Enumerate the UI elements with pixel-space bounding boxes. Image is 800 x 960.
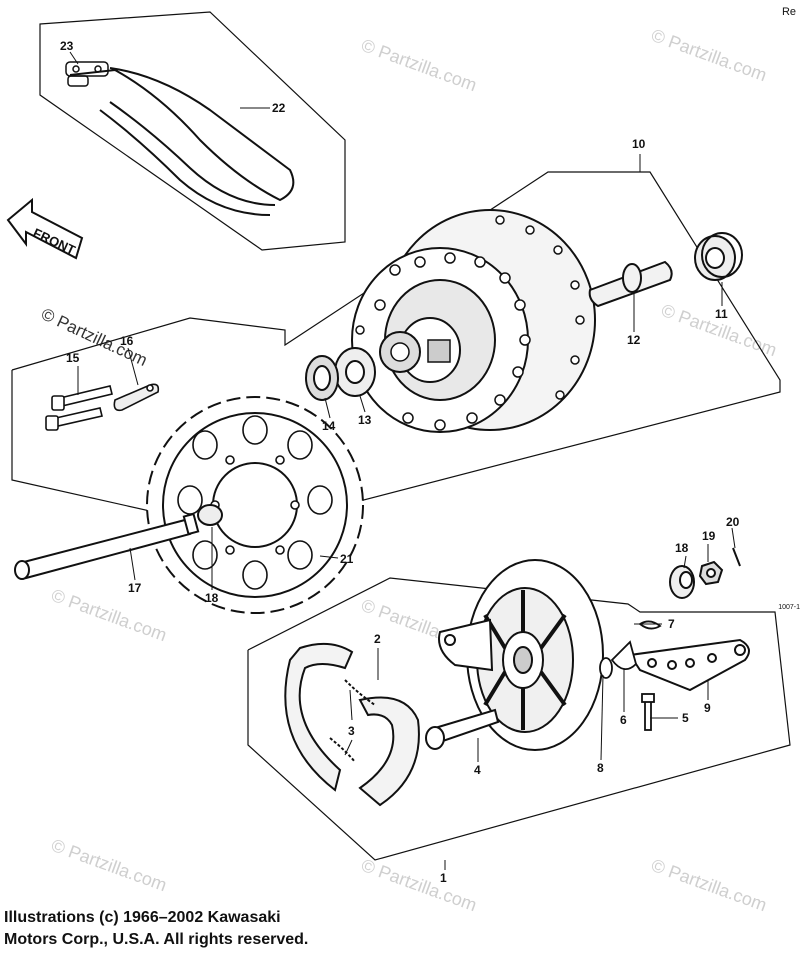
copyright-line-2: Motors Corp., U.S.A. All rights reserved… xyxy=(4,931,309,948)
chain-group xyxy=(39,11,346,251)
callout-13: 13 xyxy=(358,413,372,427)
nut-19 xyxy=(698,560,724,586)
callout-17: 17 xyxy=(128,581,142,595)
brake-cam xyxy=(425,708,500,750)
watermark: © Partzilla.com xyxy=(649,855,770,915)
watermark: © Partzilla.com xyxy=(649,25,770,85)
watermark: © Partzilla.com xyxy=(38,304,150,370)
bearing-13 xyxy=(334,347,376,397)
callout-18-axle: 18 xyxy=(205,591,219,605)
callout-23: 23 xyxy=(60,39,74,53)
bearing-11 xyxy=(694,232,743,281)
brake-panel xyxy=(438,559,604,751)
callout-21: 21 xyxy=(340,552,354,566)
callout-19: 19 xyxy=(702,529,716,543)
callout-15: 15 xyxy=(66,351,80,365)
callout-9: 9 xyxy=(704,701,711,715)
cam-seal xyxy=(599,657,613,679)
corner-text: Re xyxy=(781,6,796,18)
drive-chain xyxy=(69,67,295,216)
callout-5: 5 xyxy=(682,711,689,725)
spacer-18 xyxy=(669,565,695,599)
callout-20: 20 xyxy=(726,515,740,529)
callout-4: 4 xyxy=(474,763,481,777)
callout-labels: 1 2 3 4 5 6 7 8 9 10 11 12 13 14 15 16 1… xyxy=(60,39,740,885)
callout-18-spacer: 18 xyxy=(675,541,689,555)
pin-20 xyxy=(732,547,741,567)
copyright-line-1: Illustrations (c) 1966–2002 Kawasaki xyxy=(4,909,281,926)
wear-indicator xyxy=(610,640,638,670)
brake-lever xyxy=(628,638,750,692)
callout-8: 8 xyxy=(597,761,604,775)
rear-wheel-hub xyxy=(351,209,596,433)
rear-axle xyxy=(14,512,200,580)
rear-sprocket xyxy=(146,396,364,614)
watermark: © Partzilla.com xyxy=(49,585,170,645)
chain-outline xyxy=(39,11,346,251)
figure-code: 1007-1 xyxy=(778,604,800,611)
callout-12: 12 xyxy=(627,333,641,347)
callout-7: 7 xyxy=(668,617,675,631)
chain-master-link xyxy=(65,61,109,87)
front-direction-arrow: FRONT xyxy=(6,197,84,260)
brake-shoes xyxy=(284,642,420,807)
watermark: © Partzilla.com xyxy=(359,855,480,915)
sprocket-bolts xyxy=(45,383,160,431)
watermark: © Partzilla.com xyxy=(359,35,480,95)
callout-16: 16 xyxy=(120,334,134,348)
callout-10: 10 xyxy=(632,137,646,151)
watermark: © Partzilla.com xyxy=(49,835,170,895)
spacer-12 xyxy=(588,260,673,308)
callout-2: 2 xyxy=(374,632,381,646)
seal-14 xyxy=(305,355,339,401)
callout-22: 22 xyxy=(272,101,286,115)
callout-3: 3 xyxy=(348,724,355,738)
cotter-pin xyxy=(638,620,662,630)
brake-group xyxy=(247,577,791,861)
callout-1: 1 xyxy=(440,871,447,885)
axle-collar xyxy=(197,504,223,526)
callout-14: 14 xyxy=(322,419,336,433)
lever-bolt xyxy=(641,693,655,731)
callout-11: 11 xyxy=(715,307,728,321)
leader-lines xyxy=(69,51,736,870)
watermark-layer: © Partzilla.com © Partzilla.com © Partzi… xyxy=(38,25,779,915)
callout-6: 6 xyxy=(620,713,627,727)
